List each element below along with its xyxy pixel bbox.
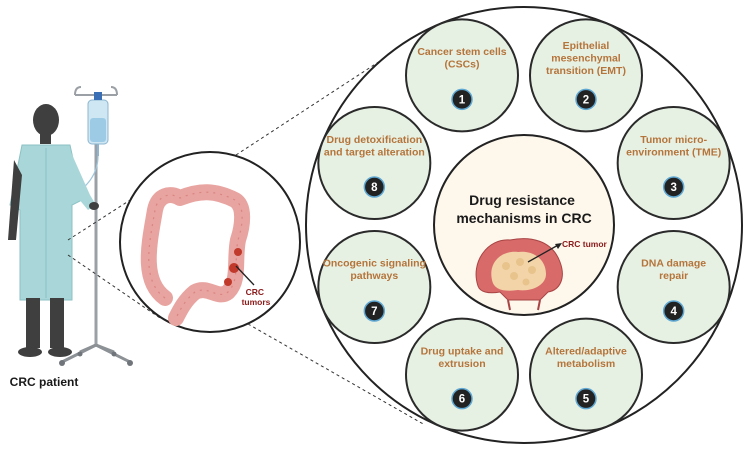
mechanism-number-badge <box>662 300 685 322</box>
mechanism-number-badge <box>363 300 386 322</box>
pointer-line-top <box>235 47 401 156</box>
mechanism-number-badge <box>363 176 386 198</box>
center-title: Drug resistance mechanisms in CRC <box>456 192 591 226</box>
pointer-line-upper <box>67 185 153 241</box>
mechanism-number: 7 <box>371 306 377 318</box>
mechanism-number-badge <box>575 387 597 410</box>
mechanism-number: 2 <box>583 94 589 106</box>
pointer-line-bottom <box>247 323 426 426</box>
mechanism-number: 8 <box>371 182 378 194</box>
mechanism-number-badge <box>662 176 685 198</box>
mechanism-number: 5 <box>583 394 590 406</box>
mechanism-number: 4 <box>670 306 677 318</box>
mechanism-3: Tumor micro-environment (TME) 3 <box>616 106 731 221</box>
mechanism-number-badge <box>451 88 473 111</box>
mechanism-circle <box>405 18 520 133</box>
mechanism-number: 6 <box>459 394 465 406</box>
colon-tumor-label: CRC tumors <box>242 287 271 307</box>
colon-icon <box>140 184 251 326</box>
mechanism-circle <box>616 106 731 221</box>
mechanism-label: Tumor micro-environment (TME) <box>626 134 721 159</box>
mechanism-number: 3 <box>670 182 676 194</box>
mechanism-circle <box>317 229 432 344</box>
mechanism-number-badge <box>451 387 473 410</box>
mechanism-number: 1 <box>459 94 466 106</box>
patient-illustration <box>8 86 133 366</box>
tumor-icon <box>475 238 563 311</box>
mechanism-circle <box>405 317 520 432</box>
mechanism-circle <box>528 317 643 432</box>
mechanism-1: Cancer stem cells(CSCs) 1 <box>405 18 520 133</box>
mechanism-circle <box>317 106 432 221</box>
center-tumor-label: CRC tumor <box>562 239 608 249</box>
mechanism-circle <box>528 18 643 133</box>
mechanism-number-badge <box>575 88 597 111</box>
mechanism-label: Cancer stem cells(CSCs) <box>417 46 506 70</box>
mechanism-circle <box>616 229 731 344</box>
patient-label: CRC patient <box>10 375 79 389</box>
pointer-line-lower <box>67 254 161 319</box>
